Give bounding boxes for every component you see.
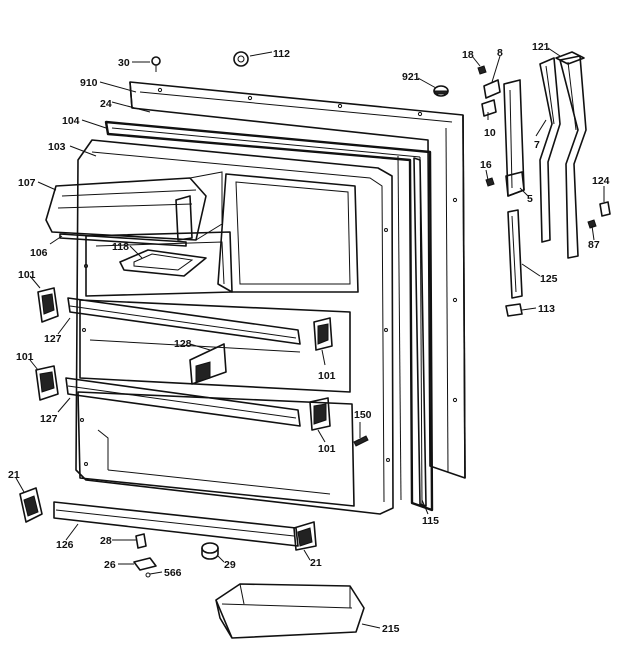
- callout-910: 910: [80, 77, 98, 89]
- callout-101-right-upper: 101: [318, 370, 336, 382]
- shelf-rail-upper: [67, 297, 301, 345]
- callout-26: 26: [104, 559, 116, 571]
- screw-16: [485, 177, 495, 187]
- door-bin: [215, 583, 365, 639]
- callout-127-lower: 127: [40, 413, 58, 425]
- callout-labels: 30 112 910 24 104 103 107 106 118 101 12…: [8, 41, 610, 635]
- callout-215: 215: [382, 623, 400, 635]
- screw-124: [599, 201, 611, 217]
- callout-127-upper: 127: [44, 333, 62, 345]
- shelf-rail-lower: [65, 377, 301, 427]
- clip-28: [135, 533, 147, 549]
- callout-16: 16: [480, 159, 492, 171]
- callout-101-left-upper: 101: [18, 269, 36, 281]
- cap-113: [505, 303, 523, 317]
- callout-921: 921: [402, 71, 420, 83]
- screw-150: [353, 435, 369, 447]
- bin-support-right-upper: [313, 317, 333, 351]
- leader-lines: [15, 47, 605, 629]
- outer-door-panel: [129, 81, 466, 479]
- callout-112: 112: [273, 48, 290, 60]
- callout-107: 107: [18, 177, 36, 189]
- handle-7: [539, 57, 561, 243]
- callout-113: 113: [538, 303, 555, 315]
- handle-cap-8: [483, 79, 501, 99]
- callout-8: 8: [497, 47, 503, 59]
- button-921: [433, 85, 449, 97]
- callout-5: 5: [527, 193, 533, 205]
- butter-tray: [119, 249, 207, 277]
- screw-30: [151, 56, 161, 72]
- callout-10: 10: [484, 127, 496, 139]
- callout-21-left: 21: [8, 469, 20, 481]
- door-liner: [75, 139, 394, 515]
- handle-trim-125: [507, 209, 523, 299]
- callout-101-left-lower: 101: [16, 351, 34, 363]
- screw-18: [477, 65, 487, 75]
- bottom-hinge-left: [19, 487, 43, 523]
- cap-10: [481, 99, 497, 117]
- callout-115: 115: [422, 515, 439, 527]
- callout-104: 104: [62, 115, 80, 127]
- callout-121: 121: [532, 41, 550, 53]
- callout-28: 28: [100, 535, 112, 547]
- screw-566: [145, 572, 151, 578]
- callout-103: 103: [48, 141, 66, 153]
- callout-128: 128: [174, 338, 192, 350]
- callout-125: 125: [540, 273, 558, 285]
- callout-29: 29: [224, 559, 236, 571]
- plug-112: [233, 51, 249, 67]
- callout-87: 87: [588, 239, 600, 251]
- callout-7: 7: [534, 139, 540, 151]
- dairy-compartment-door: [45, 171, 223, 241]
- callout-21-right: 21: [310, 557, 322, 569]
- callout-126: 126: [56, 539, 74, 551]
- dairy-door-hinge: [59, 233, 187, 247]
- callout-30: 30: [118, 57, 130, 69]
- callout-24: 24: [100, 98, 112, 110]
- bin-support-left-upper: [37, 287, 59, 323]
- bin-support-left-lower: [35, 365, 59, 401]
- handle-121: [555, 51, 587, 259]
- vertical-trim-strip: [413, 157, 427, 507]
- callout-124: 124: [592, 175, 610, 187]
- handle-mount-5: [503, 79, 525, 197]
- shelf-divider: [189, 343, 227, 385]
- bin-support-right-lower: [309, 397, 331, 431]
- callout-566: 566: [164, 567, 182, 579]
- bottom-door-trim: [53, 501, 299, 547]
- callout-101-right-lower: 101: [318, 443, 336, 455]
- bottom-hinge-right: [293, 521, 317, 551]
- callout-150: 150: [354, 409, 372, 421]
- callout-18: 18: [462, 49, 474, 61]
- clip-26: [133, 557, 157, 571]
- callout-118: 118: [112, 241, 129, 253]
- bushing-29: [201, 542, 219, 560]
- callout-106: 106: [30, 247, 48, 259]
- screw-87: [587, 219, 597, 229]
